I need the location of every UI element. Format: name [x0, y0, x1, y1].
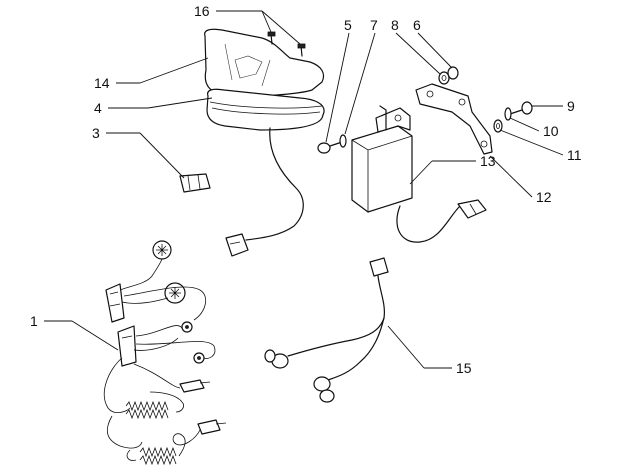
callout-12: 12	[536, 189, 552, 205]
screw-part-16-left	[267, 31, 276, 45]
washer-part-8	[438, 71, 450, 85]
screw-part-5	[317, 141, 343, 154]
washer-part-10	[504, 107, 512, 121]
callout-14: 14	[94, 75, 110, 91]
wiring-harness-part-15	[264, 257, 389, 403]
washer-part-11	[493, 119, 503, 133]
callout-16: 16	[194, 3, 210, 19]
callout-9: 9	[567, 98, 575, 114]
callout-1: 1	[30, 313, 38, 329]
callout-labels: 1 3 4 5 6 7 8 9 10 11 12 13 14 15 16	[30, 3, 582, 376]
housing-cover-part-14	[204, 28, 325, 98]
control-unit-cable	[396, 199, 487, 243]
nut-part-6	[447, 66, 459, 80]
bolt-part-9	[509, 101, 533, 115]
callout-11: 11	[567, 147, 582, 163]
callout-7: 7	[370, 17, 378, 33]
housing-cable	[225, 127, 304, 257]
callout-13: 13	[480, 153, 496, 169]
callout-8: 8	[391, 17, 399, 33]
plug-part-3	[179, 173, 211, 193]
intercom-headset-part-1	[103, 240, 227, 465]
bracket-part-12	[415, 83, 493, 155]
callout-4: 4	[94, 100, 102, 116]
callout-5: 5	[344, 17, 352, 33]
control-unit-part-13	[351, 105, 413, 213]
leader-lines	[44, 10, 564, 369]
callout-6: 6	[413, 17, 421, 33]
screw-part-16-right	[297, 43, 306, 57]
callout-3: 3	[92, 125, 100, 141]
washer-part-7	[339, 134, 347, 148]
housing-base-part-4	[206, 88, 325, 131]
callout-15: 15	[456, 360, 472, 376]
callout-10: 10	[543, 123, 559, 139]
